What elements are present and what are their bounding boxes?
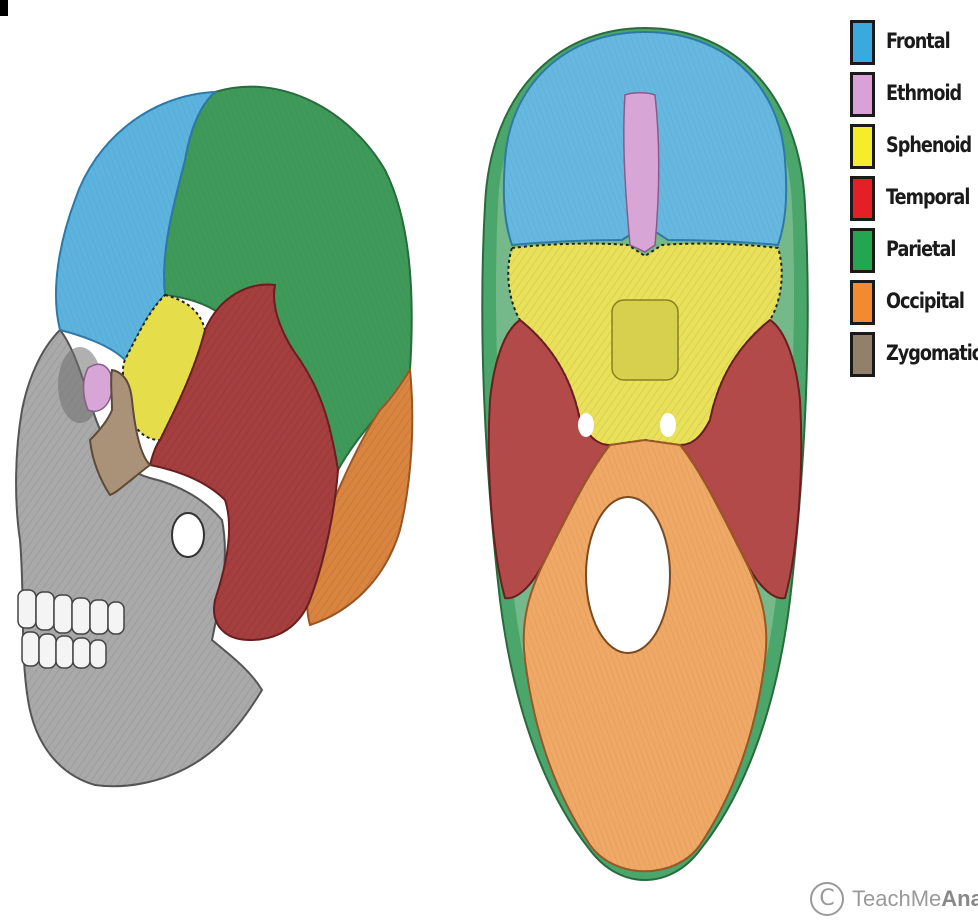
legend-label: Frontal (886, 29, 950, 53)
sella-turcica (612, 300, 678, 380)
legend-label: Ethmoid (886, 81, 961, 105)
legend-label: Temporal (886, 185, 969, 209)
legend-label: Occipital (886, 289, 964, 313)
lateral-skull-view (16, 87, 412, 787)
legend-swatch (850, 176, 875, 221)
legend-label: Zygomatic (886, 341, 978, 365)
teachmeanatomy-watermark: C TeachMeAnatomy (808, 878, 978, 922)
legend-swatch (850, 280, 875, 325)
foramen-right (660, 413, 676, 437)
foramen-left (578, 413, 594, 437)
watermark-text: TeachMeAnatomy (852, 886, 978, 912)
legend-swatch (850, 20, 875, 65)
legend-swatch (850, 332, 875, 377)
legend-swatch (850, 228, 875, 273)
legend-label: Sphenoid (886, 133, 971, 157)
cranial-base-view (482, 28, 807, 880)
legend-swatch (850, 124, 875, 169)
ear-canal (172, 513, 204, 557)
legend-swatch (850, 72, 875, 117)
ethmoid-bone-base (624, 93, 659, 252)
legend-label: Parietal (886, 237, 955, 261)
copyright-icon: C (810, 882, 844, 916)
ethmoid-bone-lateral (84, 364, 113, 411)
foramen-magnum (586, 497, 670, 653)
